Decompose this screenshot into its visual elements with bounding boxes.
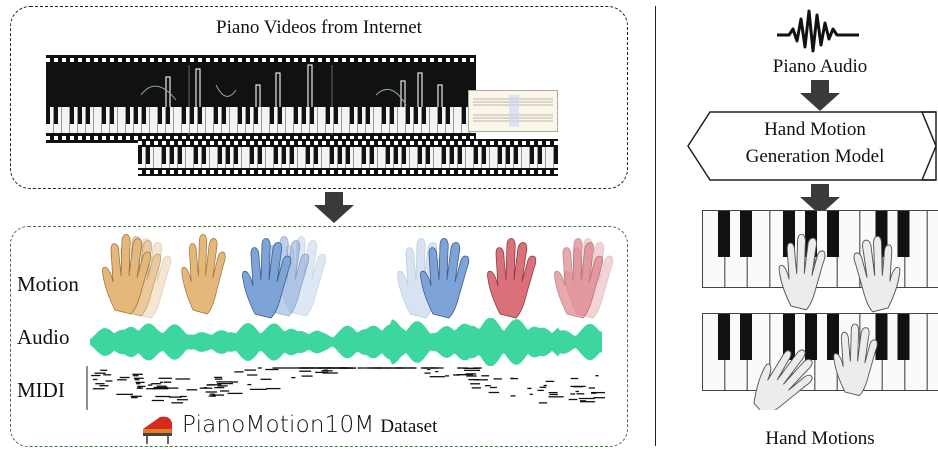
down-arrow-icon bbox=[314, 192, 354, 223]
generated-keyboard-1 bbox=[702, 210, 938, 288]
audio-signal-icon bbox=[777, 9, 859, 53]
model-label-line2: Generation Model bbox=[745, 146, 885, 167]
panel-divider bbox=[655, 6, 656, 446]
video-filmstrip-upper bbox=[46, 55, 476, 143]
dataset-suffix: Dataset bbox=[380, 416, 438, 437]
generated-keyboard-2 bbox=[702, 313, 938, 391]
audio-waveform bbox=[90, 318, 602, 366]
down-arrow-icon bbox=[800, 184, 840, 215]
down-arrow-icon bbox=[800, 80, 840, 111]
piano-videos-panel bbox=[10, 6, 628, 189]
hand-motions-label: Hand Motions bbox=[765, 428, 875, 449]
audio-label: Audio bbox=[17, 325, 70, 349]
motion-label: Motion bbox=[17, 272, 79, 296]
midi-notes-graphic bbox=[86, 366, 605, 410]
dataset-panel bbox=[10, 226, 628, 447]
sheet-music-thumbnail bbox=[468, 90, 558, 132]
model-hexagon bbox=[687, 111, 937, 181]
midi-label: MIDI bbox=[17, 378, 65, 402]
piano-videos-title: Piano Videos from Internet bbox=[216, 17, 422, 38]
video-filmstrip-lower bbox=[138, 139, 558, 176]
dataset-name: PianoMotion10M bbox=[182, 412, 375, 438]
piano-audio-label: Piano Audio bbox=[772, 56, 868, 77]
grand-piano-icon bbox=[143, 416, 172, 444]
model-label-line1: Hand Motion bbox=[764, 119, 866, 140]
dataset-title: PianoMotion10M Dataset bbox=[182, 412, 437, 438]
generated-hands bbox=[741, 233, 901, 410]
hand-motion-renderings bbox=[102, 234, 614, 319]
